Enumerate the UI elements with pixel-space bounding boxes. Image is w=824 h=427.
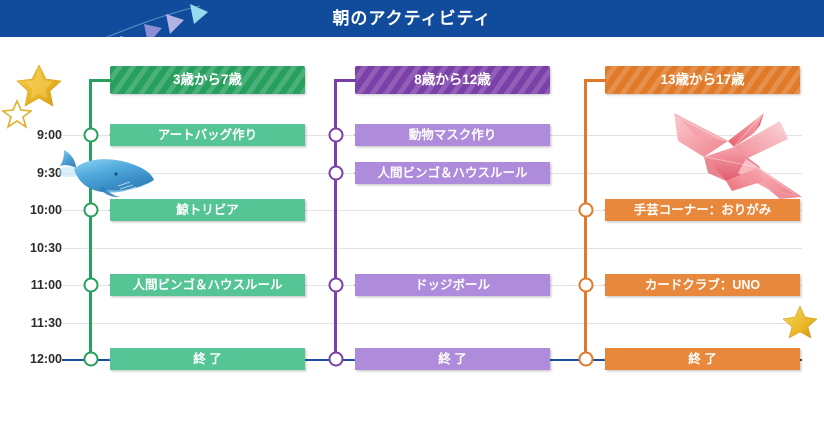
pointer-notch: [354, 124, 363, 146]
time-label-11-00: 11:00: [30, 278, 62, 292]
timeline-node: [328, 277, 343, 293]
activity-bar-age-13-17-1100[interactable]: カードクラブ：UNO: [604, 274, 800, 296]
connector-stub-age-3-7: [90, 79, 112, 82]
pointer-notch: [604, 348, 613, 370]
column-header-age-13-17[interactable]: 13歳から17歳: [605, 66, 800, 94]
activity-bar-age-8-12-1200[interactable]: 終 了: [354, 348, 550, 370]
activity-bar-age-8-12-1100[interactable]: ドッジボール: [354, 274, 550, 296]
column-header-age-8-12[interactable]: 8歳から12歳: [355, 66, 550, 94]
gridline-10-30: [62, 248, 802, 249]
gridline-11-30: [62, 323, 802, 324]
pointer-notch: [109, 274, 118, 296]
timeline-node: [328, 165, 343, 181]
pointer-notch: [604, 199, 613, 221]
column-header-label: 3歳から7歳: [172, 72, 243, 87]
gridline-10-00: [62, 210, 802, 211]
activity-label: カードクラブ：UNO: [644, 278, 761, 292]
activity-bar-age-3-7-1200[interactable]: 終 了: [109, 348, 305, 370]
pointer-notch: [109, 199, 118, 221]
connector-stub-age-8-12: [335, 79, 357, 82]
pointer-notch: [109, 124, 118, 146]
schedule-board: 9:00 9:30 10:00 10:30 11:00 11:30 12:00 …: [0, 37, 824, 427]
activity-bar-age-13-17-1000[interactable]: 手芸コーナー：おりがみ: [604, 199, 800, 221]
pointer-notch: [354, 162, 363, 184]
activity-bar-age-3-7-1000[interactable]: 鯨トリビア: [109, 199, 305, 221]
page-header: 朝のアクティビティ: [0, 0, 824, 37]
time-label-10-00: 10:00: [30, 203, 62, 217]
activity-label: ドッジボール: [414, 278, 490, 292]
column-header-label: 8歳から12歳: [414, 72, 491, 87]
pointer-notch: [354, 274, 363, 296]
timeline-node: [83, 351, 98, 367]
timeline-node: [83, 277, 98, 293]
pointer-notch: [604, 274, 613, 296]
activity-label: 手芸コーナー：おりがみ: [633, 203, 772, 217]
activity-label: 動物マスク作り: [408, 128, 497, 142]
timeline-node: [83, 202, 98, 218]
stripe-pattern: [605, 66, 800, 94]
connector-stub-age-13-17: [585, 79, 607, 82]
activity-label: 鯨トリビア: [176, 203, 239, 217]
activity-label: アートバッグ作り: [157, 128, 258, 142]
time-label-9-00: 9:00: [36, 128, 62, 142]
timeline-node: [328, 127, 343, 143]
timeline-spine-age-13-17: [584, 79, 587, 360]
timeline-spine-age-3-7: [89, 79, 92, 360]
time-label-11-30: 11:30: [30, 316, 62, 330]
activity-label: 人間ビンゴ＆ハウスルール: [132, 278, 283, 292]
column-header-age-3-7[interactable]: 3歳から7歳: [110, 66, 305, 94]
timeline-node: [83, 127, 98, 143]
pointer-notch: [354, 348, 363, 370]
activity-bar-age-3-7-0900[interactable]: アートバッグ作り: [109, 124, 305, 146]
stripe-pattern: [110, 66, 305, 94]
time-label-10-30: 10:30: [30, 241, 62, 255]
activity-bar-age-3-7-1100[interactable]: 人間ビンゴ＆ハウスルール: [109, 274, 305, 296]
timeline-node: [578, 351, 593, 367]
timeline-node: [578, 277, 593, 293]
timeline-node: [578, 202, 593, 218]
activity-label: 終 了: [688, 352, 717, 366]
page-title: 朝のアクティビティ: [332, 9, 492, 28]
activity-bar-age-8-12-0900[interactable]: 動物マスク作り: [354, 124, 550, 146]
column-header-label: 13歳から17歳: [660, 72, 745, 87]
activity-bar-age-8-12-0930[interactable]: 人間ビンゴ＆ハウスルール: [354, 162, 550, 184]
time-label-12-00: 12:00: [30, 352, 62, 366]
timeline-spine-age-8-12: [334, 79, 337, 360]
activity-label: 人間ビンゴ＆ハウスルール: [377, 166, 528, 180]
time-label-9-30: 9:30: [36, 166, 62, 180]
activity-label: 終 了: [193, 352, 222, 366]
stripe-pattern: [355, 66, 550, 94]
pointer-notch: [109, 348, 118, 370]
activity-bar-age-13-17-1200[interactable]: 終 了: [604, 348, 800, 370]
activity-label: 終 了: [438, 352, 467, 366]
timeline-node: [328, 351, 343, 367]
